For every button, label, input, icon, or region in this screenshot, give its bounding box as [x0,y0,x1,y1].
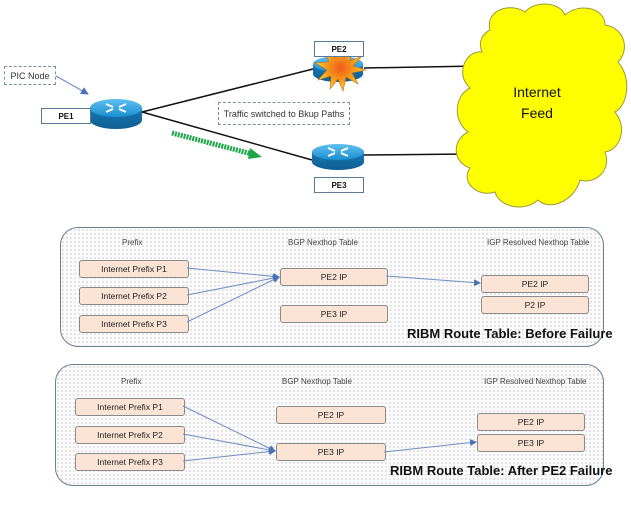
igp-header: IGP Resolved Nexthop Table [484,377,587,386]
prefix-header: Prefix [121,377,142,386]
router-arrows-icon [327,147,349,157]
igp-nexthop-cell: PE3 IP [477,434,585,452]
table-caption-before: RIBM Route Table: Before Failure [407,326,613,341]
bgp-header: BGP Nexthop Table [288,238,358,247]
link-pe2-cloud [363,65,479,69]
pic-node-label: PIC Node [4,66,56,85]
prefix-cell: Internet Prefix P3 [79,315,189,333]
igp-nexthop-cell: P2 IP [481,296,589,314]
prefix-cell: Internet Prefix P1 [79,260,189,278]
router-pe1[interactable] [90,99,142,129]
traffic-note: Traffic switched to Bkup Paths [218,102,350,125]
igp-header: IGP Resolved Nexthop Table [487,238,590,247]
router-pe3[interactable] [312,144,364,170]
pic-node-pointer-arrow [55,75,89,95]
prefix-cell: Internet Prefix P1 [75,398,185,416]
router-label-pe1: PE1 [41,108,91,124]
cloud-label-line2: Feed [521,105,553,121]
link-pe1-pe3 [141,111,313,161]
cloud-label: Internet Feed [492,82,582,124]
bgp-nexthop-cell: PE2 IP [276,406,386,424]
prefix-cell: Internet Prefix P2 [79,287,189,305]
traffic-flow-arrow [171,130,262,159]
link-pe3-cloud [363,153,469,156]
prefix-cell: Internet Prefix P3 [75,453,185,471]
internet-cloud [455,3,628,208]
link-pe1-pe2 [141,68,314,113]
topology-diagram [55,3,628,208]
igp-nexthop-cell: PE2 IP [481,275,589,293]
igp-nexthop-cell: PE2 IP [477,413,585,431]
prefix-header: Prefix [122,238,143,247]
bgp-nexthop-cell: PE2 IP [280,268,388,286]
router-arrows-icon [105,103,127,113]
bgp-nexthop-cell: PE3 IP [280,305,388,323]
router-label-pe3: PE3 [314,177,364,193]
cloud-label-line1: Internet [513,84,561,100]
bgp-nexthop-cell: PE3 IP [276,443,386,461]
bgp-header: BGP Nexthop Table [282,377,352,386]
table-caption-after: RIBM Route Table: After PE2 Failure [390,463,613,478]
prefix-cell: Internet Prefix P2 [75,426,185,444]
router-label-pe2: PE2 [314,41,364,57]
